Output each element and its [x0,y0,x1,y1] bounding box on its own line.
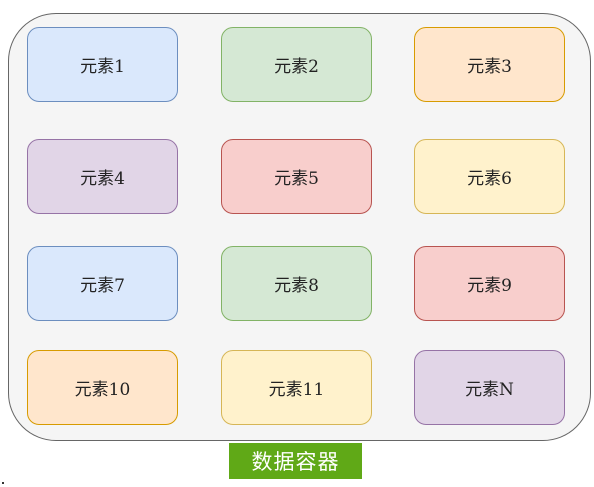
element-label: 元素11 [268,380,325,400]
element-box-6: 元素6 [414,139,565,214]
element-label: 元素2 [274,57,319,77]
element-box-11: 元素11 [221,350,372,425]
data-container: 元素1 元素2 元素3 元素4 元素5 元素6 元素7 元素8 元素9 元素10… [8,13,591,441]
element-box-7: 元素7 [27,246,178,321]
element-label: 元素8 [274,276,319,296]
element-box-8: 元素8 [221,246,372,321]
element-box-4: 元素4 [27,139,178,214]
element-box-5: 元素5 [221,139,372,214]
element-label: 元素3 [467,57,512,77]
element-box-2: 元素2 [221,27,372,102]
element-label: 元素5 [274,169,319,189]
container-caption-label: 数据容器 [251,450,340,474]
element-label: 元素N [465,380,514,400]
element-box-9: 元素9 [414,246,565,321]
element-box-3: 元素3 [414,27,565,102]
container-caption-tab: 数据容器 [229,443,362,479]
element-label: 元素4 [80,169,125,189]
element-label: 元素7 [80,276,125,296]
element-label: 元素1 [80,57,125,77]
element-box-1: 元素1 [27,27,178,102]
element-box-n: 元素N [414,350,565,425]
stray-dot [2,482,4,484]
element-label: 元素9 [467,276,512,296]
element-label: 元素6 [467,169,512,189]
element-label: 元素10 [74,380,131,400]
element-box-10: 元素10 [27,350,178,425]
